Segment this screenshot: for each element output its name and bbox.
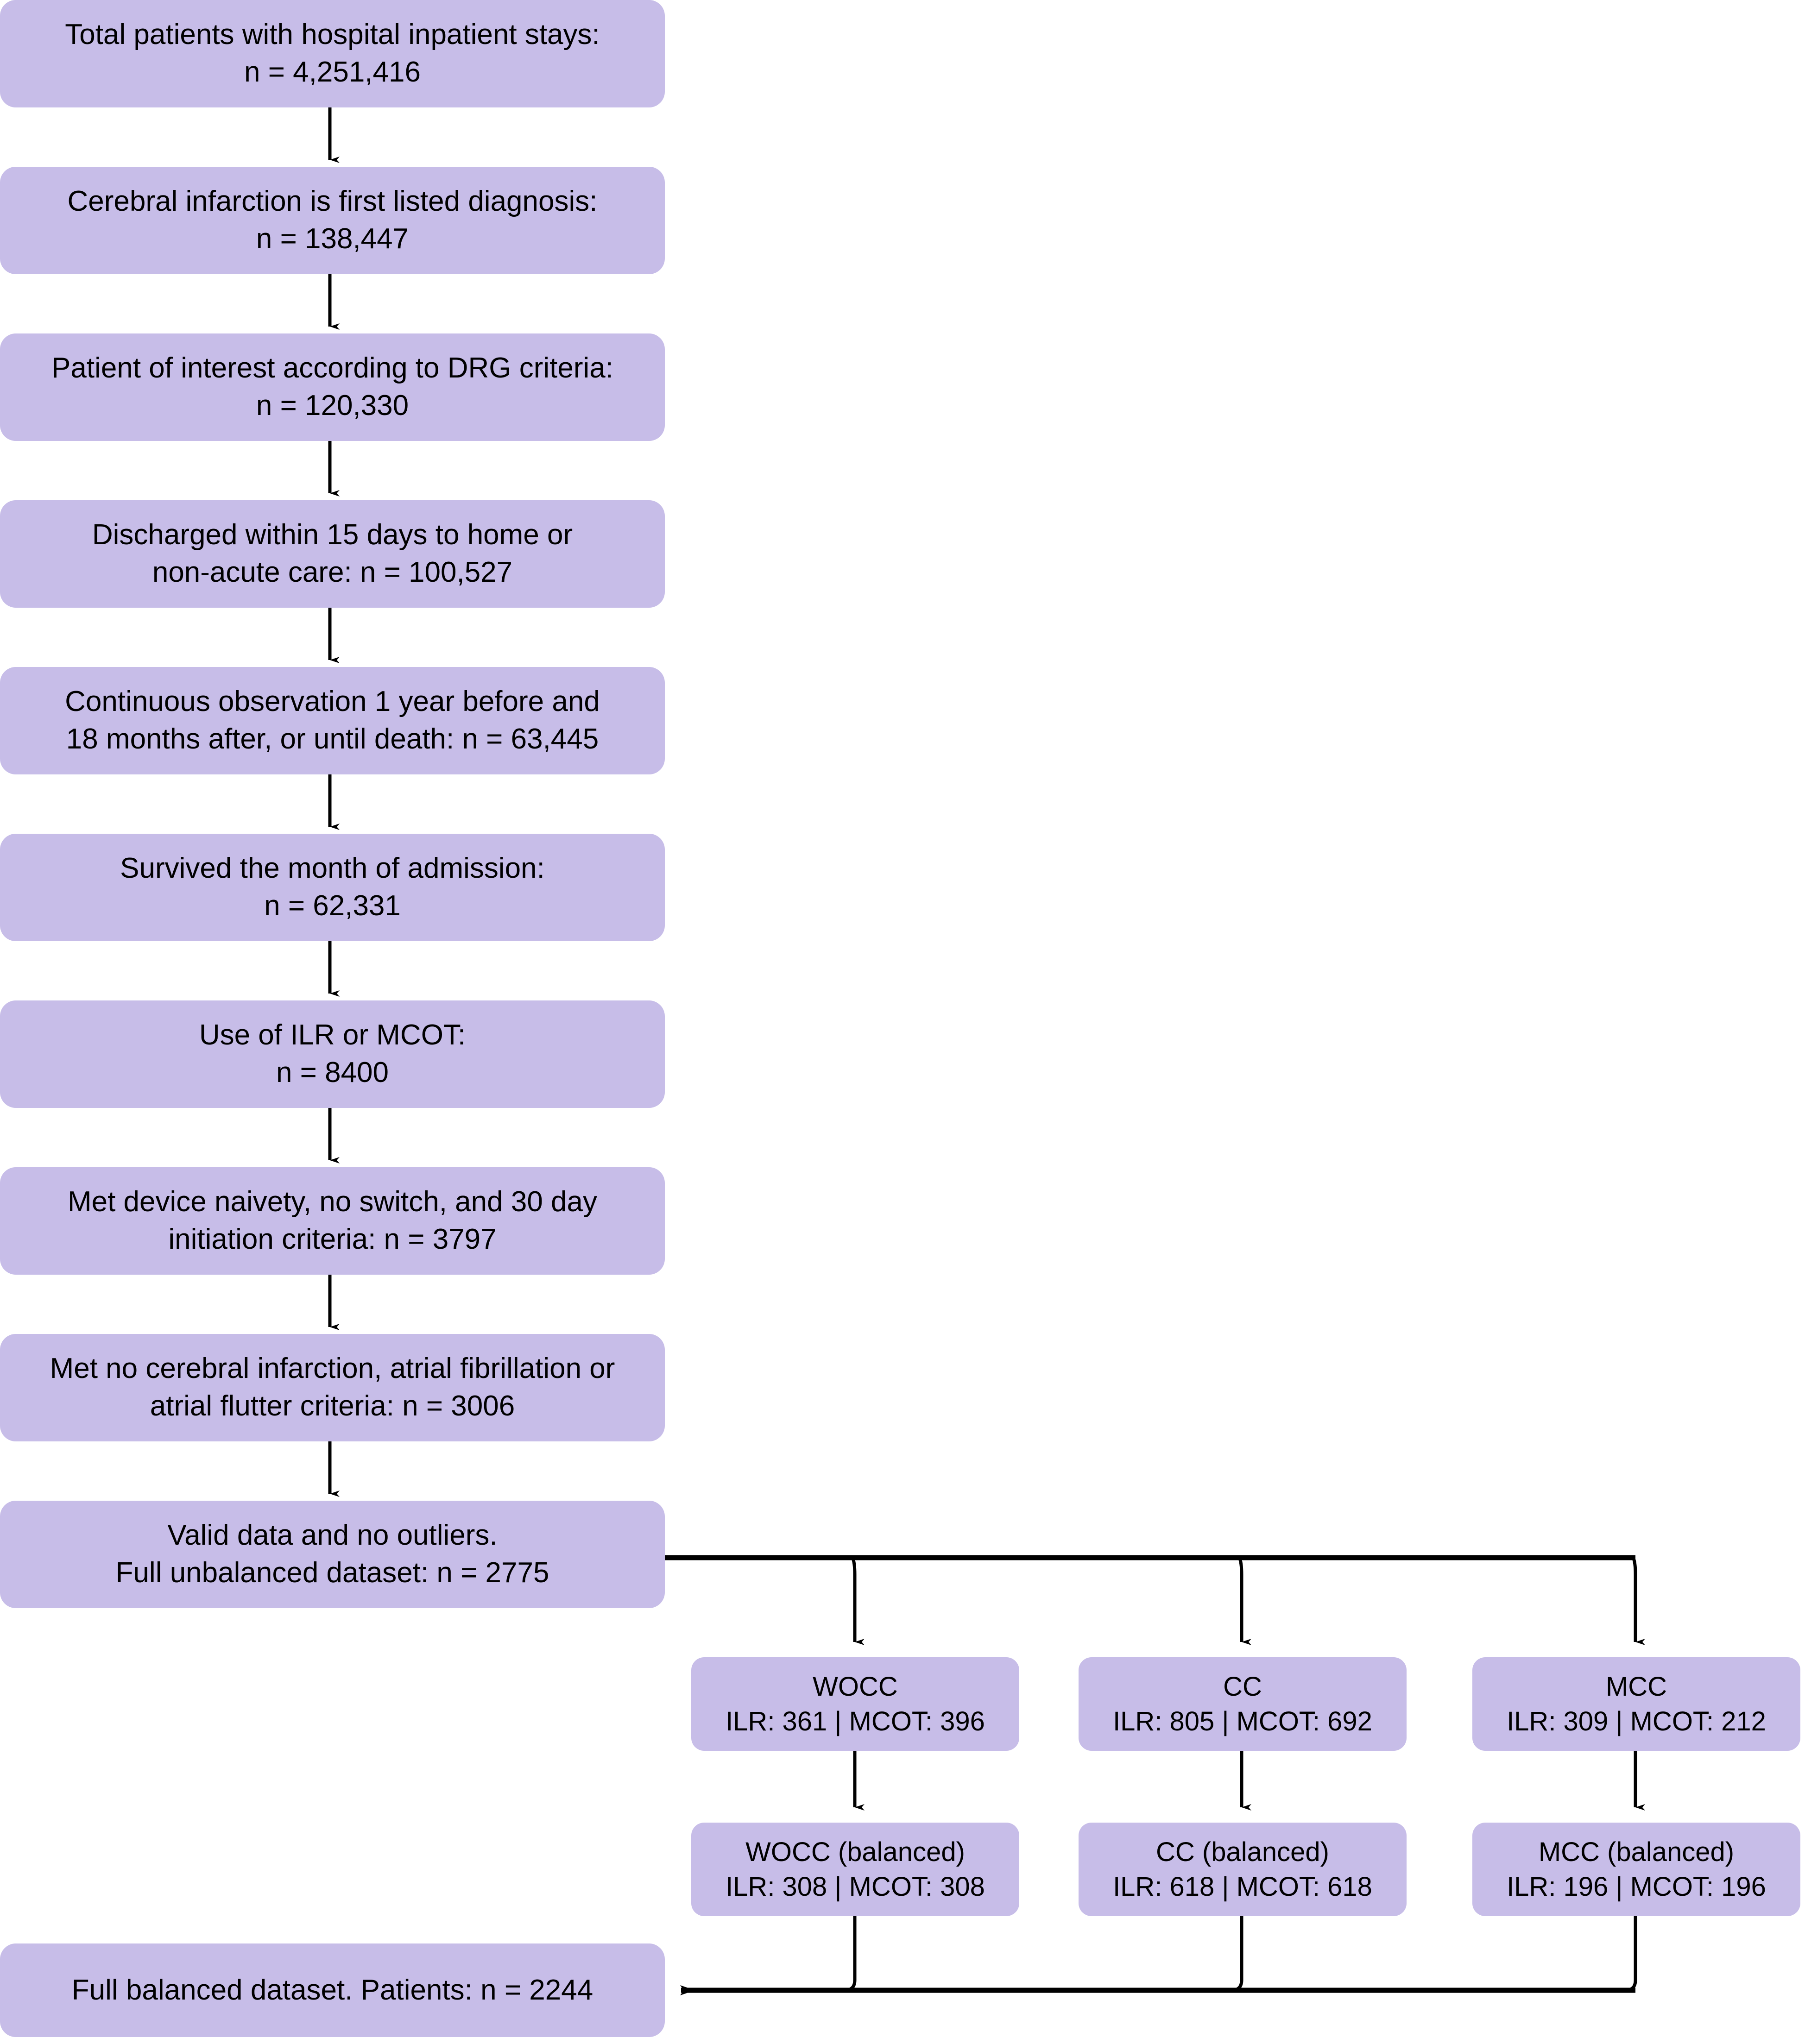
node-group-wocc-balanced: WOCC (balanced) ILR: 308 | MCOT: 308: [691, 1823, 1019, 1916]
connector-branch-to-cc: [1237, 1557, 1251, 1645]
group-label: MCC (balanced): [1538, 1836, 1735, 1867]
node-group-mcc-balanced: MCC (balanced) ILR: 196 | MCOT: 196: [1472, 1823, 1800, 1916]
node-device-naivety: Met device naivety, no switch, and 30 da…: [0, 1167, 665, 1275]
node-line-1: Cerebral infarction is first listed diag…: [67, 185, 598, 218]
node-total-patients: Total patients with hospital inpatient s…: [0, 0, 665, 107]
group-label: CC: [1223, 1671, 1262, 1702]
connector-cc-balanced-to-final: [1231, 1916, 1243, 1992]
node-line-2: initiation criteria: n = 3797: [168, 1223, 497, 1255]
group-counts: ILR: 361 | MCOT: 396: [726, 1706, 985, 1736]
node-line-2: 18 months after, or until death: n = 63,…: [66, 723, 599, 755]
group-counts: ILR: 309 | MCOT: 212: [1507, 1706, 1766, 1736]
connector-branch-to-mcc: [1631, 1557, 1645, 1645]
node-line-2: n = 8400: [276, 1057, 389, 1088]
node-no-cerebral-infarction-af-aflutter: Met no cerebral infarction, atrial fibri…: [0, 1334, 665, 1441]
group-counts: ILR: 308 | MCOT: 308: [726, 1872, 985, 1902]
node-line-1: Continuous observation 1 year before and: [65, 686, 600, 718]
node-valid-data-unbalanced: Valid data and no outliers. Full unbalan…: [0, 1501, 665, 1608]
node-survived-month-of-admission: Survived the month of admission: n = 62,…: [0, 834, 665, 941]
node-line-2: atrial flutter criteria: n = 3006: [150, 1390, 515, 1422]
node-line-2: non-acute care: n = 100,527: [152, 556, 513, 588]
node-line-1: Met device naivety, no switch, and 30 da…: [67, 1186, 598, 1218]
group-counts: ILR: 618 | MCOT: 618: [1113, 1872, 1372, 1902]
node-line-2: n = 138,447: [256, 223, 409, 255]
group-label: WOCC: [813, 1671, 898, 1702]
node-group-cc: CC ILR: 805 | MCOT: 692: [1079, 1657, 1407, 1751]
node-line-2: Full unbalanced dataset: n = 2775: [115, 1557, 549, 1589]
group-label: WOCC (balanced): [745, 1836, 965, 1867]
node-line-2: n = 4,251,416: [244, 56, 421, 88]
node-line-1: Discharged within 15 days to home or: [92, 519, 573, 551]
group-label: MCC: [1605, 1671, 1667, 1702]
node-line-1: Survived the month of admission:: [120, 852, 545, 885]
node-use-of-ilr-or-mcot: Use of ILR or MCOT: n = 8400: [0, 1000, 665, 1108]
node-group-cc-balanced: CC (balanced) ILR: 618 | MCOT: 618: [1079, 1823, 1407, 1916]
node-line-1: Full balanced dataset. Patients: n = 224…: [71, 1974, 593, 2006]
connector-branch-to-wocc: [851, 1557, 865, 1645]
node-continuous-observation: Continuous observation 1 year before and…: [0, 667, 665, 774]
connector-mcc-balanced-to-final: [1625, 1916, 1637, 1992]
node-line-1: Patient of interest according to DRG cri…: [51, 352, 613, 384]
group-label: CC (balanced): [1156, 1836, 1329, 1867]
group-counts: ILR: 196 | MCOT: 196: [1507, 1872, 1766, 1902]
node-line-1: Total patients with hospital inpatient s…: [65, 19, 600, 51]
node-cerebral-infarction-first-listed: Cerebral infarction is first listed diag…: [0, 167, 665, 274]
node-line-1: Use of ILR or MCOT:: [199, 1019, 466, 1051]
node-line-1: Valid data and no outliers.: [167, 1519, 498, 1552]
node-discharged-15-days: Discharged within 15 days to home or non…: [0, 500, 665, 608]
node-line-1: Met no cerebral infarction, atrial fibri…: [50, 1352, 615, 1385]
node-line-2: n = 62,331: [264, 890, 401, 922]
node-full-balanced-dataset: Full balanced dataset. Patients: n = 224…: [0, 1943, 665, 2037]
node-line-2: n = 120,330: [256, 390, 409, 421]
group-counts: ILR: 805 | MCOT: 692: [1113, 1706, 1372, 1736]
node-drg-criteria: Patient of interest according to DRG cri…: [0, 333, 665, 441]
node-group-mcc: MCC ILR: 309 | MCOT: 212: [1472, 1657, 1800, 1751]
node-group-wocc: WOCC ILR: 361 | MCOT: 396: [691, 1657, 1019, 1751]
connector-wocc-balanced-to-final: [844, 1916, 857, 1992]
